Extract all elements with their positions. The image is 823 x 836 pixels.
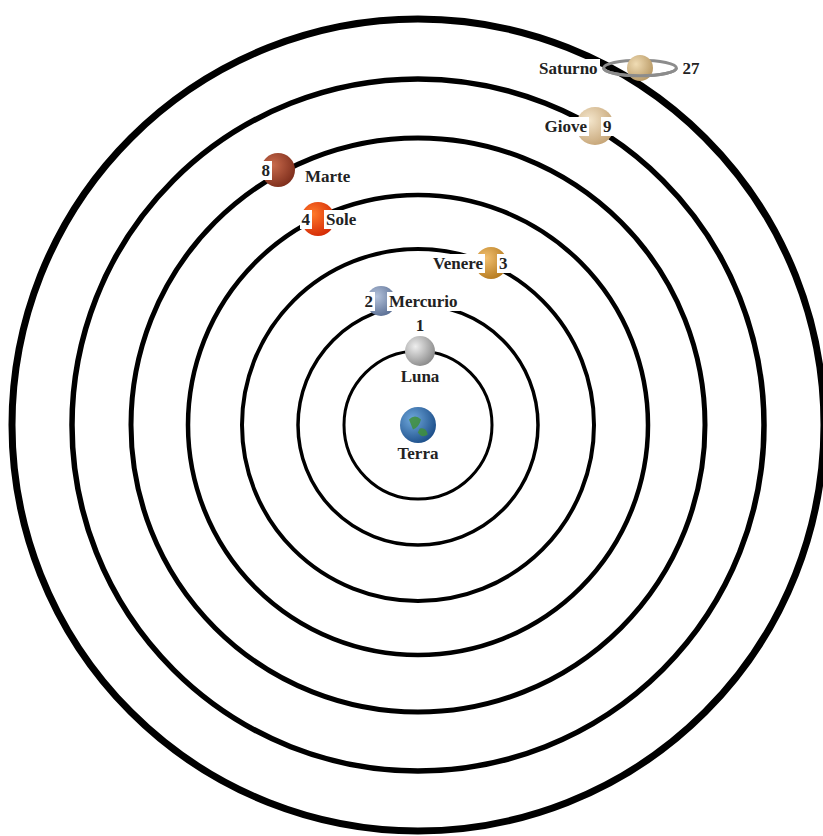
planet-icon (400, 407, 436, 443)
orbit (344, 351, 492, 499)
celestial-body: 1Luna (405, 336, 435, 366)
body-name: Giove (543, 117, 590, 136)
celestial-body: Saturno27 (627, 55, 653, 81)
body-name: Venere (431, 254, 485, 273)
callout-number: 27 (680, 59, 701, 78)
callout-number: 2 (363, 292, 376, 311)
planet-disc (400, 407, 436, 443)
body-name: Mercurio (387, 292, 460, 311)
celestial-body: 4Sole (301, 202, 335, 236)
callout-number: 8 (260, 161, 273, 180)
land-mass (409, 417, 428, 437)
orbit (72, 79, 764, 771)
celestial-body: Giove9 (576, 107, 614, 145)
planet-disc (405, 336, 435, 366)
callout-number: 4 (300, 210, 313, 229)
callout-number: 1 (414, 316, 427, 335)
planet-icon (405, 336, 435, 366)
orbit (188, 195, 648, 655)
body-name: Saturno (537, 59, 600, 78)
planet-ring (604, 68, 677, 76)
planet-icon (627, 55, 653, 81)
orbit (242, 249, 594, 601)
body-name: Sole (324, 210, 358, 229)
body-name: Luna (399, 367, 442, 386)
orbit (131, 138, 705, 712)
callout-number: 3 (497, 254, 510, 273)
celestial-body: 8Marte (261, 153, 295, 187)
celestial-body: Terra (400, 407, 436, 443)
body-name: Terra (396, 444, 441, 463)
orbit (298, 305, 538, 545)
celestial-body: 2Mercurio (366, 286, 396, 316)
celestial-body: Venere3 (475, 247, 507, 279)
orbit (12, 19, 823, 831)
callout-number: 9 (601, 117, 614, 136)
body-name: Marte (303, 167, 352, 186)
